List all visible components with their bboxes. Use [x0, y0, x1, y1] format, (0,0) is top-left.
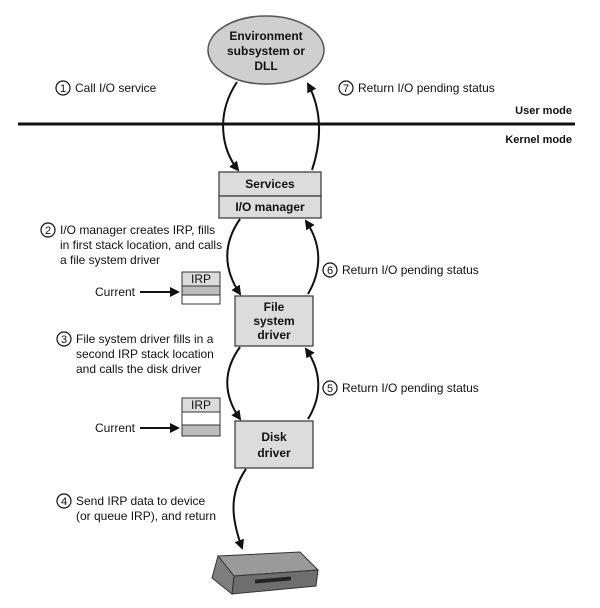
- fs-driver-line-3: driver: [257, 328, 291, 342]
- arrow-call-disk-driver: [226, 346, 242, 421]
- step-6-text-line: Return I/O pending status: [342, 263, 479, 277]
- disk-device-icon: [211, 551, 320, 595]
- step-5-circle: [322, 380, 338, 396]
- arrow-call-io-service: [222, 81, 240, 172]
- step-3-number: 3: [61, 334, 67, 346]
- kernel-mode-label: Kernel mode: [505, 134, 572, 146]
- current-label-2: Current: [95, 421, 136, 435]
- step-3-text-line: File system driver fills in a: [76, 332, 214, 346]
- io-manager-box: Services I/O manager: [218, 171, 322, 219]
- step-6: 6 Return I/O pending status: [322, 262, 479, 278]
- arrow-return-5: [304, 347, 320, 420]
- io-manager-label: I/O manager: [235, 200, 305, 214]
- step-4: 4 Send IRP data to device(or queue IRP), …: [56, 493, 216, 523]
- step-7: 7 Return I/O pending status: [338, 80, 495, 96]
- env-line-1: Environment: [229, 29, 302, 43]
- step-1-circle: [55, 80, 71, 96]
- arrow-return-7: [307, 82, 320, 171]
- environment-ellipse: [207, 15, 325, 85]
- step-1: 1 Call I/O service: [55, 80, 157, 96]
- disk-driver-box: Disk driver: [234, 420, 314, 469]
- step-1-text-line: Call I/O service: [75, 81, 157, 95]
- step-2-text-line: in first stack location, and calls: [60, 238, 222, 252]
- disk-driver-line-2: driver: [257, 446, 291, 460]
- step-2-circle: [40, 222, 56, 238]
- step-labels: 1 Call I/O service 2 I/O manager creates IR…: [40, 80, 495, 523]
- step-7-text-line: Return I/O pending status: [358, 81, 495, 95]
- irp-stack-2: IRP: [181, 397, 221, 437]
- disk-driver-line-1: Disk: [261, 430, 287, 444]
- environment-subsystem: Environment subsystem or DLL: [207, 15, 325, 85]
- arrow-call-fs-driver: [226, 218, 242, 296]
- arrow-send-to-device: [232, 468, 247, 550]
- step-6-circle: [322, 262, 338, 278]
- step-3-text-line: second IRP stack location: [76, 347, 214, 361]
- step-4-text-line: Send IRP data to device: [76, 494, 206, 508]
- step-5: 5 Return I/O pending status: [322, 380, 479, 396]
- irp-label-1: IRP: [191, 272, 211, 286]
- step-6-number: 6: [327, 265, 333, 277]
- irp-label-2: IRP: [191, 398, 211, 412]
- env-line-3: DLL: [254, 59, 277, 73]
- step-2-text-line: I/O manager creates IRP, fills: [60, 223, 215, 237]
- step-3-circle: [56, 331, 72, 347]
- current-label-1: Current: [95, 285, 136, 299]
- step-4-circle: [56, 493, 72, 509]
- user-mode-label: User mode: [515, 105, 572, 117]
- step-7-number: 7: [343, 83, 349, 95]
- step-2-number: 2: [45, 225, 51, 237]
- file-system-driver-box: File system driver: [234, 295, 314, 347]
- fs-driver-line-1: File: [264, 300, 285, 314]
- irp-stack-1: IRP: [181, 271, 221, 305]
- step-5-number: 5: [327, 383, 333, 395]
- step-3-text-line: and calls the disk driver: [76, 362, 201, 376]
- step-4-number: 4: [61, 496, 67, 508]
- step-2-text-line: a file system driver: [60, 253, 160, 267]
- fs-driver-line-2: system: [253, 314, 294, 328]
- arrow-return-6: [304, 219, 320, 295]
- env-line-2: subsystem or: [227, 44, 305, 58]
- step-1-number: 1: [60, 83, 66, 95]
- services-label: Services: [245, 177, 295, 191]
- step-7-circle: [338, 80, 354, 96]
- step-4-text-line: (or queue IRP), and return: [76, 509, 216, 523]
- step-5-text-line: Return I/O pending status: [342, 381, 479, 395]
